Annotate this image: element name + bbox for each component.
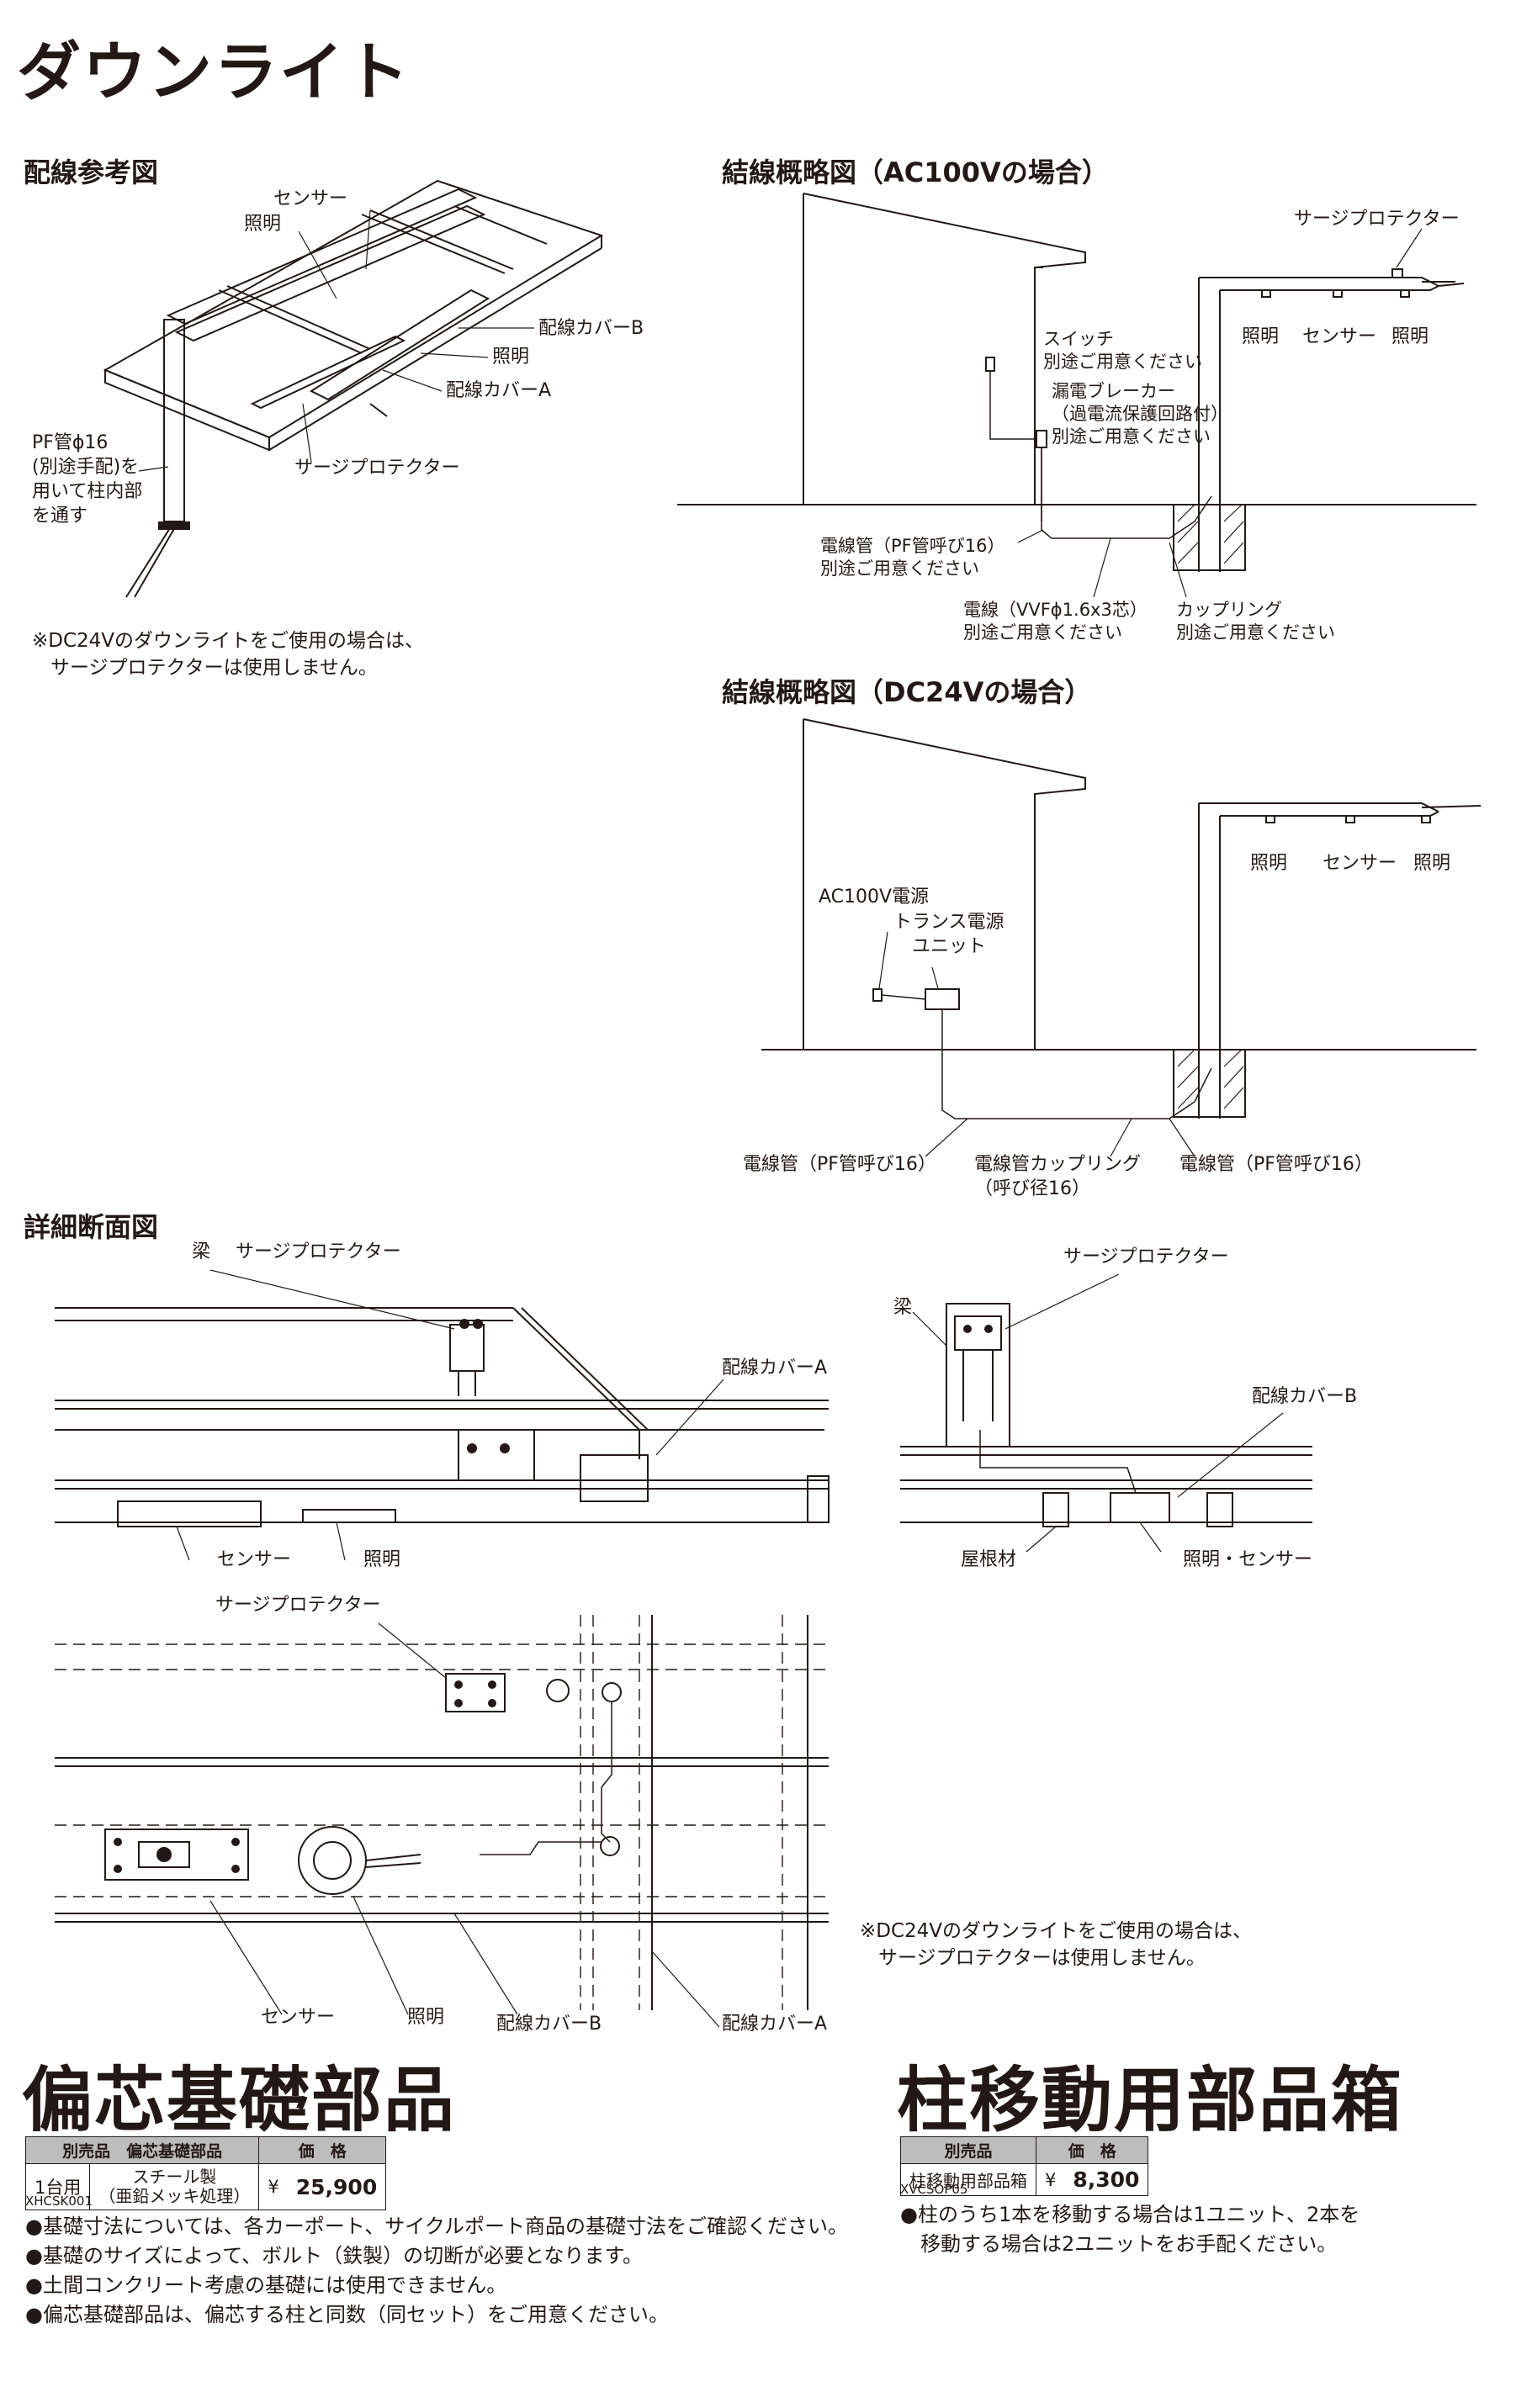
name-cell: 柱移動用部品箱: [900, 2163, 1036, 2196]
pillar-move-box-notes: ●柱のうち1本を移動する場合は1ユニット、2本を 移動する場合は2ユニットをお手…: [900, 2200, 1360, 2259]
price-cell: 8,300: [1064, 2163, 1149, 2196]
label-transformer-unit: トランス電源 ユニット: [893, 912, 1004, 957]
label-sensor: センサー: [273, 188, 348, 209]
product-code: XVCSOP05: [900, 2182, 968, 2197]
label-wiring-cover-a: 配線カバーA: [446, 380, 552, 401]
diagram-accents: [114, 521, 993, 1873]
list-item: 移動する場合は2ユニットをお手配ください。: [920, 2232, 1338, 2256]
ac100-heading: 結線概略図（AC100Vの場合）: [722, 156, 1109, 188]
label-breaker: 漏電ブレーカー （過電流保護回路付） 別途ご用意ください: [1052, 381, 1228, 447]
label-beam: 梁: [893, 1297, 913, 1318]
qty-cell: 1台用: [24, 2163, 91, 2210]
table-row: 1台用 スチール製 （亜鉛メッキ処理） ¥ 25,900: [24, 2163, 387, 2210]
table-header: 価 格: [258, 2136, 387, 2164]
table-header: 別売品: [900, 2136, 1036, 2164]
label-conduit: 電線管（PF管呼び16）: [1179, 1154, 1373, 1175]
label-wiring-cover-a: 配線カバーA: [722, 2014, 828, 2035]
dc24-heading: 結線概略図（DC24Vの場合）: [722, 676, 1092, 708]
page-title: ダウンライト: [17, 34, 411, 109]
label-beam: 梁: [192, 1241, 211, 1262]
detail-elevation-left: [55, 1269, 830, 1561]
label-surge-protector: サージプロテクター: [294, 458, 460, 479]
dc24-foundation-hatch: [1177, 1049, 1244, 1109]
list-item: ●柱のうち1本を移動する場合は1ユニット、2本を: [900, 2203, 1360, 2226]
list-item: ●土間コンクリート考慮の基礎には使用できません。: [25, 2273, 507, 2297]
list-item: ●基礎のサイズによって、ボルト（鉄製）の切断が必要となります。: [25, 2244, 643, 2268]
label-sensor: センサー: [1323, 853, 1397, 874]
label-wiring-cover-b: 配線カバーB: [1252, 1386, 1358, 1407]
yen-sign: ¥: [1036, 2163, 1065, 2196]
wiring-reference-heading: 配線参考図: [24, 156, 159, 188]
label-sensor: センサー: [261, 2007, 336, 2028]
product-code: XHCSK001: [25, 2194, 93, 2209]
list-item: ●基礎寸法については、各カーポート、サイクルポート商品の基礎寸法をご確認ください…: [25, 2215, 849, 2238]
offset-foundation-heading: 偏芯基礎部品: [22, 2059, 457, 2141]
table-row: 柱移動用部品箱 ¥ 8,300: [900, 2163, 1149, 2196]
label-lighting: 照明: [244, 214, 282, 235]
label-lighting: 照明: [363, 1549, 401, 1570]
label-sensor: センサー: [217, 1549, 292, 1570]
pillar-move-box-price-table: 別売品 価 格 柱移動用部品箱 ¥ 8,300: [900, 2136, 1149, 2196]
label-lighting: 照明: [1413, 853, 1451, 874]
label-surge-protector: サージプロテクター: [1063, 1246, 1229, 1268]
label-lighting: 照明: [1391, 326, 1429, 347]
label-roof-material: 屋根材: [961, 1549, 1017, 1570]
label-switch: スイッチ 別途ご用意ください: [1043, 329, 1202, 372]
label-lighting-sensor: 照明・センサー: [1183, 1549, 1313, 1570]
dc24-note: ※DC24Vのダウンライトをご使用の場合は、 サージプロテクターは使用しません。: [860, 1920, 1253, 1969]
label-lighting: 照明: [1242, 326, 1280, 347]
offset-foundation-notes: ●基礎寸法については、各カーポート、サイクルポート商品の基礎寸法をご確認ください…: [25, 2212, 848, 2330]
label-wiring-cover-b: 配線カバーB: [538, 318, 644, 339]
detail-section-right: [900, 1273, 1312, 1553]
dc24-wiring-diagram: [761, 718, 1482, 1157]
detail-heading: 詳細断面図: [24, 1211, 159, 1243]
carport-perspective-diagram: [103, 179, 604, 598]
yen-sign: ¥: [258, 2163, 288, 2210]
label-conduit: 電線管（PF管呼び16） 別途ご用意ください: [820, 536, 1005, 579]
table-header: 別売品 偏芯基礎部品: [24, 2136, 260, 2164]
label-conduit-coupling: 電線管カップリング （呼び径16）: [974, 1154, 1142, 1199]
dc24-note: ※DC24Vのダウンライトをご使用の場合は、 サージプロテクターは使用しません。: [32, 630, 425, 679]
table-header: 価 格: [1035, 2136, 1149, 2164]
material-cell: スチール製 （亜鉛メッキ処理）: [89, 2163, 260, 2210]
ac100-wiring-diagram: [677, 193, 1476, 598]
label-ac100-power: AC100V電源: [819, 886, 930, 908]
label-surge-protector: サージプロテクター: [215, 1595, 381, 1616]
label-lighting: 照明: [407, 2007, 445, 2028]
offset-foundation-price-table: 別売品 偏芯基礎部品 価 格 1台用 スチール製 （亜鉛メッキ処理） ¥ 25,…: [24, 2136, 387, 2210]
list-item: ●偏芯基礎部品は、偏芯する柱と同数（同セット）をご用意ください。: [25, 2303, 669, 2326]
ac100-foundation-hatch: [1177, 504, 1244, 564]
label-surge-protector: サージプロテクター: [1294, 209, 1460, 230]
label-wiring-cover-b: 配線カバーB: [496, 2014, 602, 2035]
label-conduit: 電線管（PF管呼び16）: [743, 1154, 936, 1175]
label-sensor: センサー: [1302, 326, 1377, 347]
label-coupling: カップリング 別途ご用意ください: [1176, 600, 1335, 643]
pillar-move-box-heading: 柱移動用部品箱: [897, 2059, 1404, 2141]
label-surge-protector: サージプロテクター: [236, 1241, 401, 1262]
label-lighting: 照明: [492, 347, 530, 368]
label-pf-pipe: PF管ϕ16 (別途手配)を 用いて柱内部 を通す: [32, 432, 143, 527]
label-lighting: 照明: [1250, 853, 1288, 874]
detail-plan-view: [55, 1615, 829, 2028]
price-cell: 25,900: [287, 2163, 387, 2210]
label-wiring-cover-a: 配線カバーA: [722, 1357, 828, 1379]
label-cable: 電線（VVFϕ1.6x3芯） 別途ご用意ください: [963, 600, 1148, 643]
